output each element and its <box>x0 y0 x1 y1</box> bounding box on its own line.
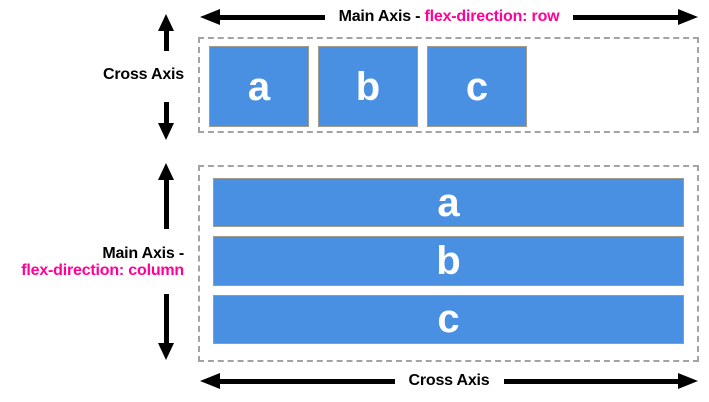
main-axis-column-label: Main Axis - flex-direction: column <box>0 245 184 279</box>
arrow-shaft <box>220 378 395 384</box>
flex-row-container: a b c <box>198 37 699 133</box>
main-axis-row-arrow: Main Axis - flex-direction: row <box>200 7 698 27</box>
arrow-right-icon <box>678 9 698 25</box>
cross-axis-column-label: Cross Axis <box>408 372 490 389</box>
arrow-shaft <box>163 31 169 51</box>
flex-column-container: a b c <box>198 165 699 362</box>
arrow-down-head <box>158 123 174 140</box>
arrow-shaft <box>163 102 169 123</box>
main-axis-row-label-text: Main Axis - <box>338 8 425 25</box>
flex-item-c: c <box>213 294 684 344</box>
arrow-right-icon <box>678 373 699 389</box>
flex-item-b: b <box>318 46 418 127</box>
arrow-shaft <box>163 294 169 343</box>
arrow-down-head <box>158 343 174 360</box>
main-axis-column-label-text: Main Axis - <box>102 245 184 262</box>
arrow-left-icon <box>200 9 220 25</box>
flex-direction-row-code: flex-direction: row <box>424 8 560 25</box>
main-axis-column-down-arrow-icon <box>158 294 174 360</box>
cross-axis-column-arrow: Cross Axis <box>200 371 699 391</box>
cross-axis-down-arrow-icon <box>158 102 174 140</box>
arrow-up-head <box>158 163 174 180</box>
main-axis-row-label: Main Axis - flex-direction: row <box>339 8 560 26</box>
flex-direction-column-code: flex-direction: column <box>21 262 184 279</box>
arrow-shaft <box>220 14 325 20</box>
cross-axis-row-label: Cross Axis <box>102 66 184 83</box>
main-axis-column-up-arrow-icon <box>158 163 174 229</box>
arrow-up-head <box>158 14 174 31</box>
arrow-shaft <box>163 180 169 229</box>
flex-item-a: a <box>213 178 684 228</box>
arrow-shaft <box>573 14 678 20</box>
flex-item-c: c <box>427 46 527 127</box>
cross-axis-up-arrow-icon <box>158 14 174 51</box>
flex-item-b: b <box>213 236 684 286</box>
arrow-left-icon <box>200 373 220 389</box>
arrow-shaft <box>503 378 679 384</box>
flex-item-a: a <box>209 46 309 127</box>
